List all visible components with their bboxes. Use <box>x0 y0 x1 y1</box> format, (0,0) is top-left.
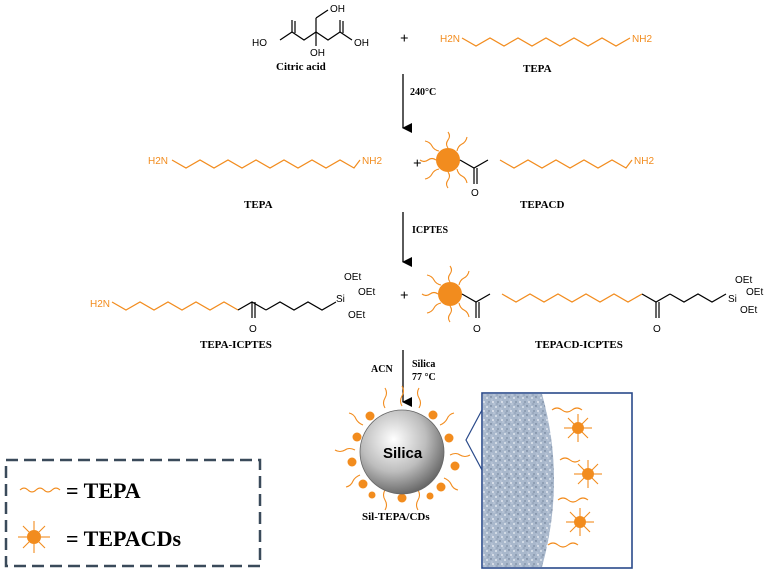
svg-text:NH2: NH2 <box>634 156 654 167</box>
silica-particle: Silica <box>334 385 471 511</box>
atom-oh-mid: OH <box>310 48 325 59</box>
svg-text:H2N: H2N <box>90 299 110 310</box>
step2-label: ICPTES <box>412 225 449 236</box>
svg-text:OEt: OEt <box>348 310 365 321</box>
tepa-structure-middle: H2N NH2 <box>148 156 382 169</box>
tepa-icptes-structure: H2N O Si OEt OEt OEt <box>90 272 375 335</box>
svg-text:O: O <box>653 324 661 335</box>
step1-label: 240°C <box>410 87 436 98</box>
tepacd-icptes-structure: O O Si OEt OEt OEt <box>421 265 763 335</box>
legend-tepacd-symbol <box>18 521 50 553</box>
surface-inset <box>481 392 633 569</box>
inset-cd-3 <box>566 508 594 536</box>
svg-text:OEt: OEt <box>735 275 752 286</box>
atom-h2n: H2N <box>440 34 460 45</box>
svg-text:OEt: OEt <box>358 287 375 298</box>
citric-acid-label: Citric acid <box>276 61 326 73</box>
tepa-label-middle: TEPA <box>244 199 273 211</box>
tepa-label-top: TEPA <box>523 63 552 75</box>
tepacd-icptes-label: TEPACD-ICPTES <box>535 339 623 351</box>
inset-cd-1 <box>564 414 592 442</box>
atom-nh2: NH2 <box>632 34 652 45</box>
legend: = TEPA = TEPACDs <box>4 458 262 568</box>
inset-cd-2 <box>574 460 602 488</box>
legend-tepa-symbol <box>19 487 61 493</box>
step3-temp-label: 77 °C <box>412 372 436 383</box>
atom-oh-top: OH <box>330 4 345 15</box>
tepacd-structure: O NH2 <box>419 131 654 199</box>
zoom-wedge <box>465 409 483 471</box>
legend-tepacd-label: = TEPACDs <box>66 526 181 551</box>
svg-text:Si: Si <box>728 294 737 305</box>
svg-text:O: O <box>471 188 479 199</box>
svg-text:OEt: OEt <box>746 287 763 298</box>
svg-text:OEt: OEt <box>740 305 757 316</box>
svg-text:Si: Si <box>336 294 345 305</box>
silica-core-label: Silica <box>383 445 423 462</box>
svg-text:OEt: OEt <box>344 272 361 283</box>
step3-silica-label: Silica <box>412 359 435 370</box>
svg-text:H2N: H2N <box>148 156 168 167</box>
tepacd-label: TEPACD <box>520 199 564 211</box>
legend-tepa-label: = TEPA <box>66 478 141 503</box>
atom-ho-left: HO <box>252 38 267 49</box>
svg-text:+: + <box>400 288 409 304</box>
svg-text:O: O <box>249 324 257 335</box>
svg-text:+: + <box>413 156 422 172</box>
svg-text:NH2: NH2 <box>362 156 382 167</box>
step3-solvent-label: ACN <box>371 364 393 375</box>
tepa-icptes-label: TEPA-ICPTES <box>200 339 272 351</box>
final-product-label: Sil-TEPA/CDs <box>362 511 430 523</box>
tepa-structure-top: H2N NH2 <box>440 34 652 47</box>
citric-acid-structure: HO OH OH OH <box>252 4 369 59</box>
atom-oh-right: OH <box>354 38 369 49</box>
svg-text:O: O <box>473 324 481 335</box>
plus-sign: + <box>400 31 409 47</box>
